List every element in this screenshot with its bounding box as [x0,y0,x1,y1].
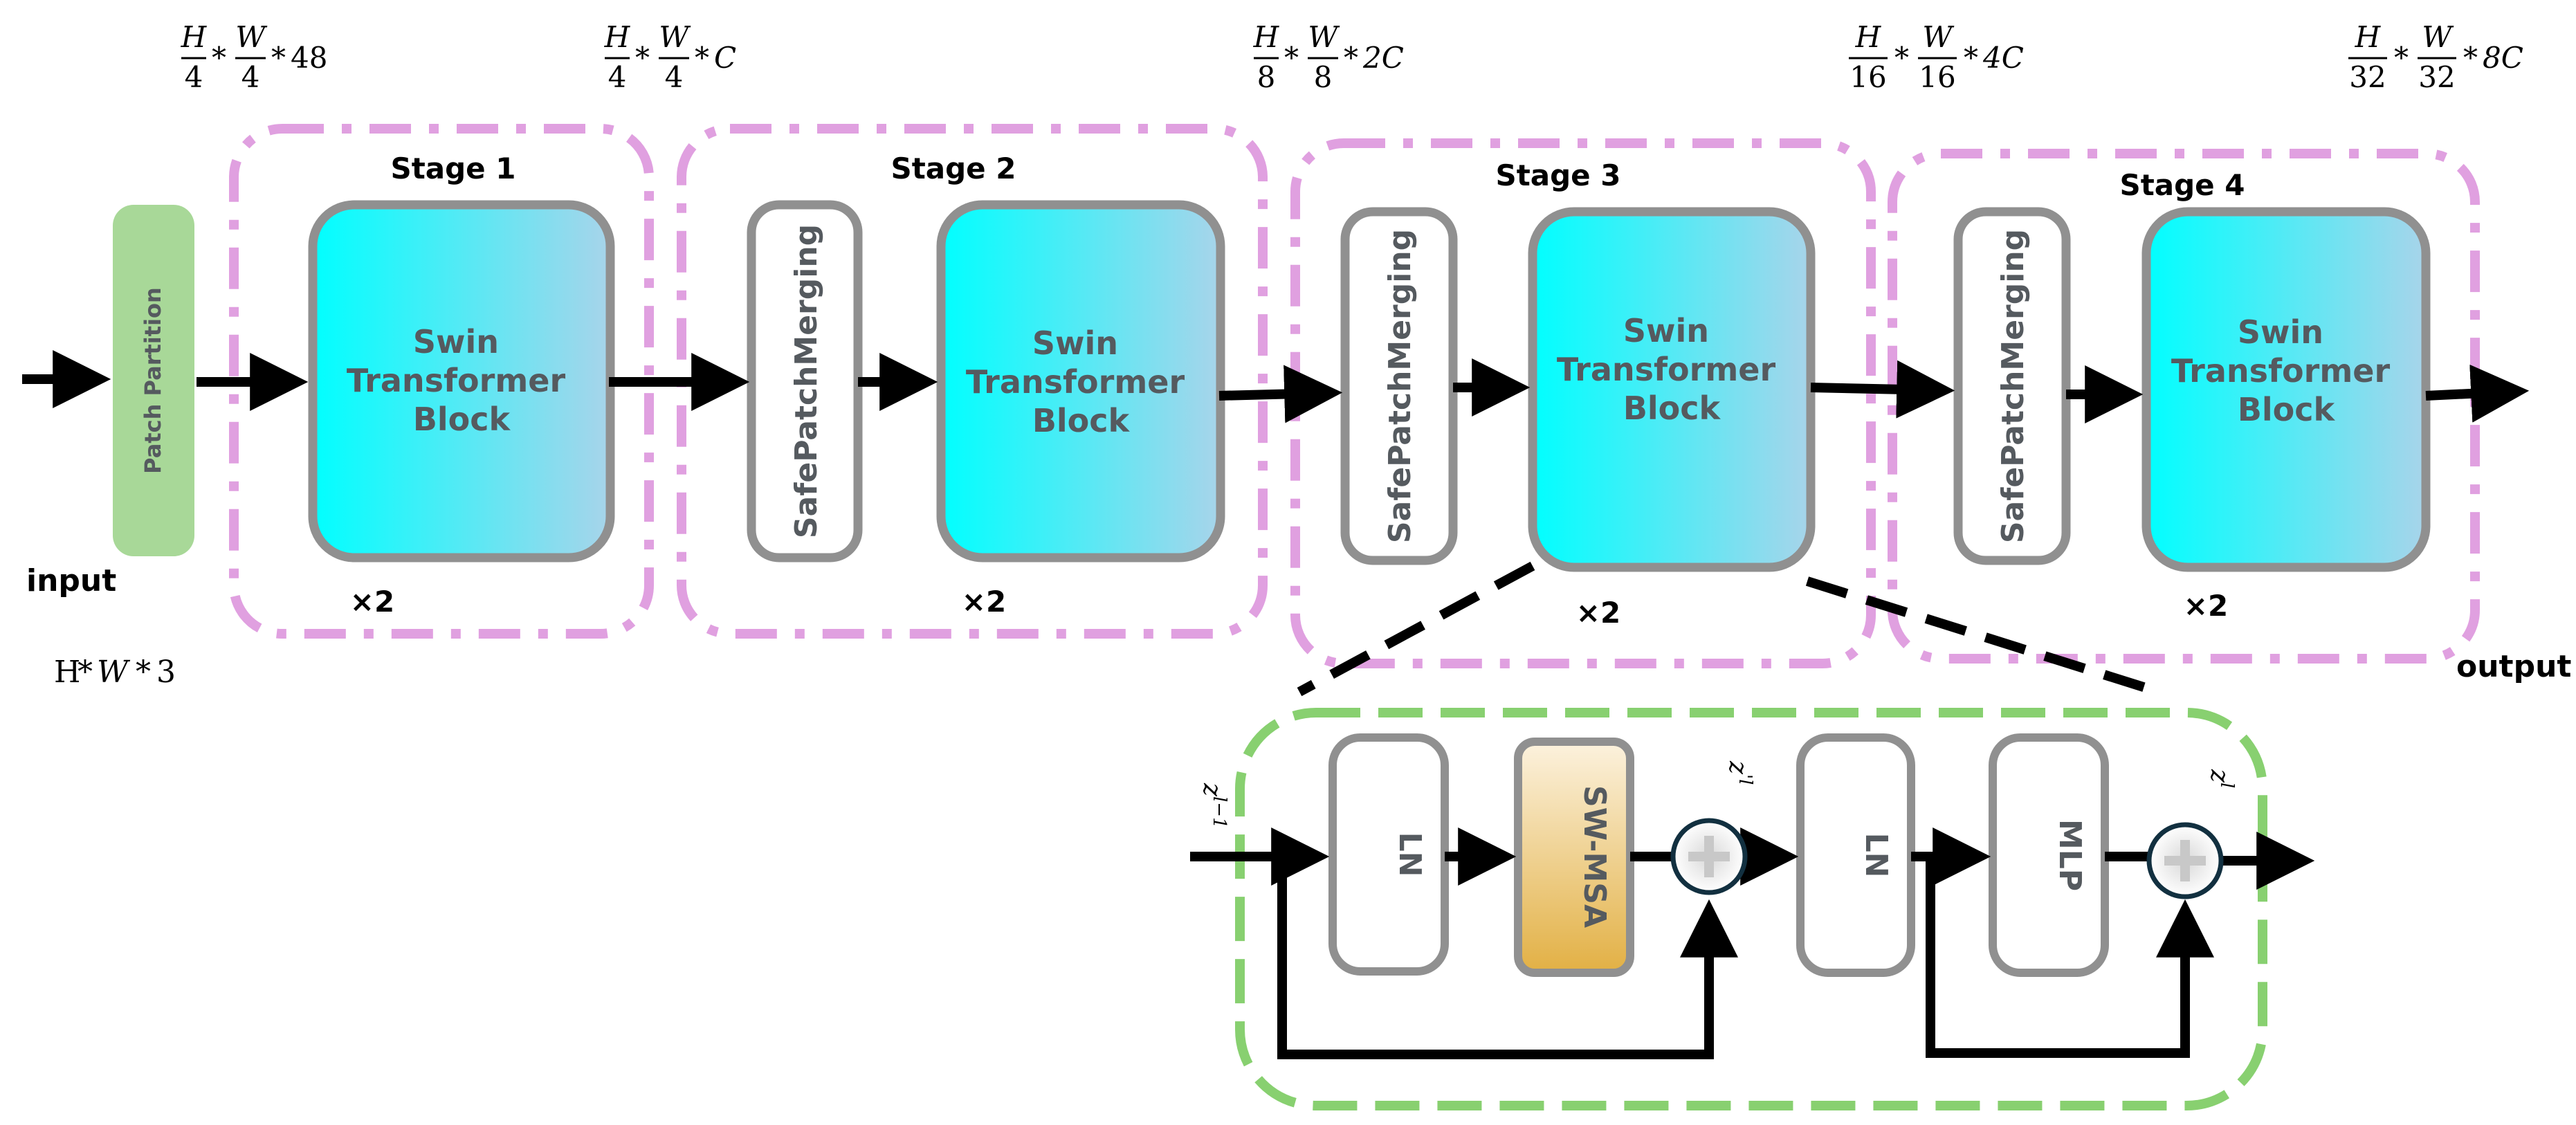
dims-0: H 4 * W 4 * 48 [181,20,328,94]
svg-text:H: H [181,20,208,54]
stage-1-title: Stage 1 [390,152,515,185]
svg-text:W: W [97,655,131,690]
svg-text:*: * [2394,41,2409,75]
detail-sw-msa-label: SW-MSA [1577,785,1612,928]
svg-text:4C: 4C [1982,41,2024,75]
stage-3-title: Stage 3 [1495,158,1620,192]
svg-text:W: W [1922,20,1955,54]
svg-text:32: 32 [2418,60,2455,94]
detail-mlp-label: MLP [2052,819,2088,891]
svg-text:*: * [136,655,151,690]
svg-text:H: H [1855,20,1882,54]
svg-text:*: * [212,41,226,75]
stage-4-repeat: ×2 [2184,589,2228,623]
stage-2-title: Stage 2 [890,152,1016,185]
detail-skip-1 [1277,857,1738,1059]
svg-text:H: H [54,655,80,690]
detail-ln-2-label: LN [1858,833,1894,878]
detail-sw-msa [1514,738,1634,977]
input-dims: H * W * 3 [54,655,176,690]
dims-2: H 8 * W 8 * 2C [1253,20,1404,94]
swin-block-1-label: Swin Transformer Block [347,323,576,438]
svg-text:W: W [2422,20,2454,54]
input-label: input [26,563,116,598]
svg-text:3: 3 [156,655,176,690]
stage-3-container [1290,138,1876,668]
svg-text:H: H [1253,20,1280,54]
swin-block-2 [936,200,1225,562]
svg-text:8C: 8C [2483,41,2523,75]
svg-text:4: 4 [185,60,203,94]
safe-patch-merging-4 [1953,207,2071,565]
svg-text:*: * [1894,41,1909,75]
svg-text:*: * [1964,41,1978,75]
arrow-stage3-to-merge [1810,360,1955,419]
arrow-output [2425,364,2530,423]
merging-2-label: SafePatchMerging [789,224,824,538]
svg-text:4: 4 [665,60,684,94]
swin-block-2-label: Swin Transformer Block [966,324,1196,439]
detail-mid-var: z'l [1724,760,1755,785]
svg-text:W: W [659,20,691,54]
swin-block-4 [2141,207,2431,572]
svg-text:48: 48 [291,41,327,75]
svg-text:2C: 2C [1362,41,1404,75]
svg-text:16: 16 [1919,60,1955,94]
svg-text:H: H [604,20,631,54]
svg-text:*: * [1344,41,1358,75]
svg-text:W: W [1308,20,1340,54]
detail-container [1235,708,2267,1110]
dims-3: H 16 * W 16 * 4C [1849,20,2024,94]
svg-text:*: * [271,41,286,75]
stage-2-repeat: ×2 [962,585,1006,619]
merging-4-label: SafePatchMerging [1995,229,2031,543]
merging-3-label: SafePatchMerging [1382,229,1418,543]
svg-text:4: 4 [608,60,627,94]
svg-text:*: * [77,655,93,690]
svg-text:*: * [635,41,650,75]
detail-ln-2 [1796,733,1915,977]
detail-ln-1-label: LN [1392,832,1427,877]
svg-text:H: H [2355,20,2382,54]
svg-text:C: C [714,41,736,75]
patch-partition-box [113,205,194,556]
output-label: output [2456,649,2571,684]
svg-text:*: * [695,41,709,75]
stage-3-repeat: ×2 [1576,596,1620,630]
svg-text:W: W [235,20,268,54]
arrow-stage2-to-merge [1218,365,1343,423]
svg-text:4: 4 [241,60,260,94]
svg-text:8: 8 [1257,60,1276,94]
svg-text:8: 8 [1314,60,1333,94]
zoom-line-left [1297,561,1535,697]
swin-block-3-label: Swin Transformer Block [1557,312,1787,427]
zoom-line-right [1805,576,2161,697]
stage-4-title: Stage 4 [2119,168,2245,202]
detail-add-1 [1670,818,1748,895]
patch-partition-label: Patch Partition [140,287,166,474]
detail-skip-2 [1926,857,2214,1058]
dims-4: H 32 * W 32 * 8C [2348,20,2523,94]
svg-text:*: * [1284,41,1299,75]
detail-input-var: zl−1 [1198,783,1230,829]
svg-text:*: * [2463,41,2478,75]
svg-text:16: 16 [1849,60,1886,94]
detail-out-var: zl [2205,769,2237,788]
detail-add-2 [2146,822,2224,899]
dims-1: H 4 * W 4 * C [604,20,736,94]
swin-block-4-label: Swin Transformer Block [2171,313,2401,428]
svg-text:32: 32 [2349,60,2386,94]
stage-1-repeat: ×2 [350,585,394,619]
